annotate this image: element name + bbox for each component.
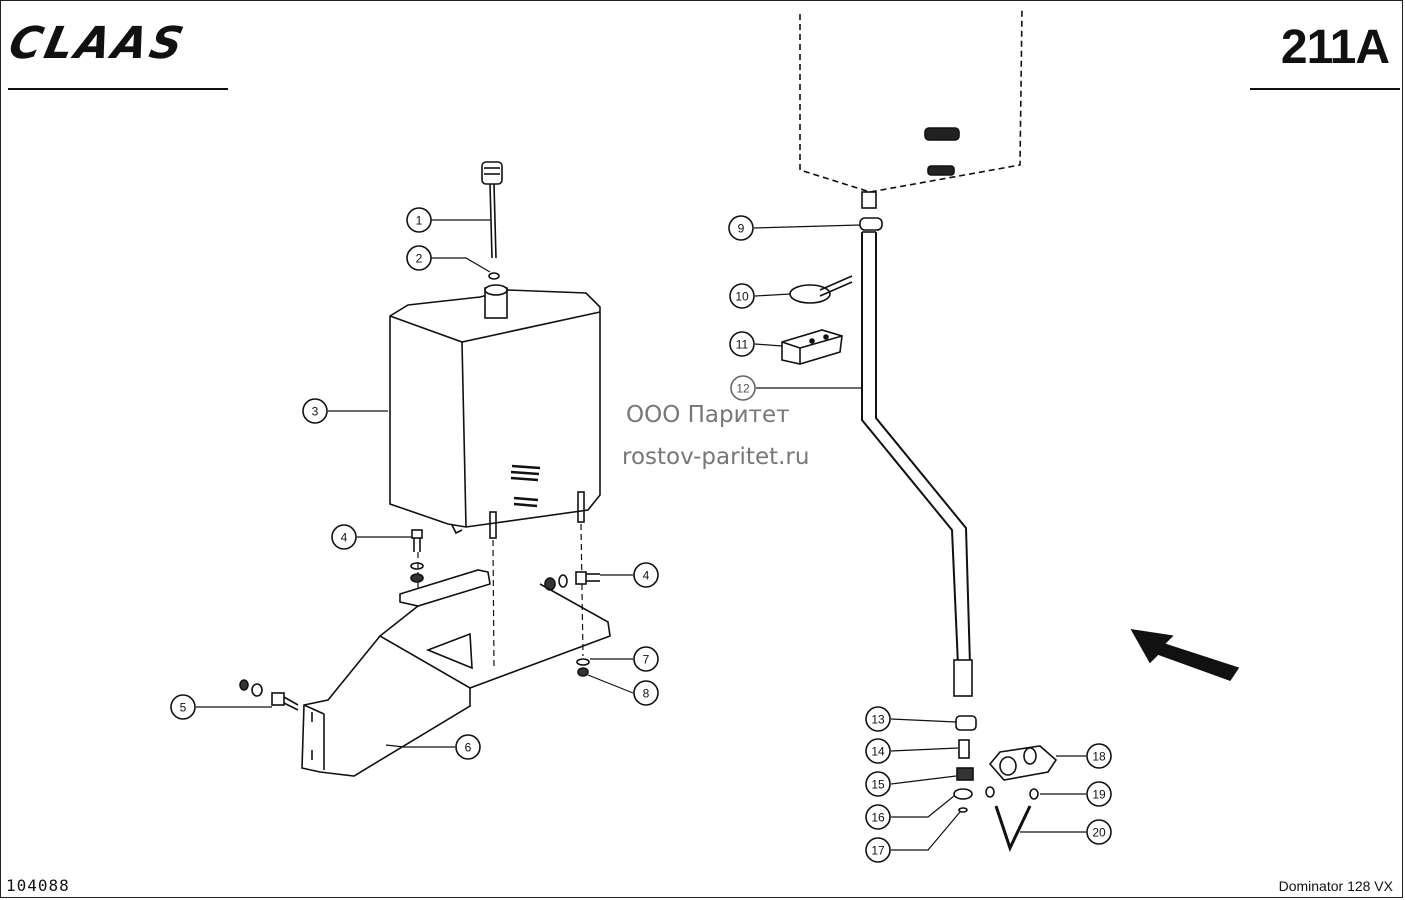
callout-label: 4 [341,531,348,545]
callout-19: 19 [1086,781,1112,807]
callout-label: 11 [736,338,749,352]
callout-label: 9 [738,222,745,236]
nipple-14 [958,739,970,759]
callout-9: 9 [728,215,754,241]
callout-label: 18 [1092,750,1106,764]
callout-label: 10 [735,290,749,304]
nut-8 [577,667,589,677]
document-number: 104088 [6,876,70,895]
clip-20 [994,805,1032,853]
header-rule-left [8,88,228,90]
callout-label: 7 [643,653,650,667]
upper-tank-outline [799,7,1023,193]
direction-arrow [1130,628,1240,681]
callouts: 1 2 3 4 4 5 6 7 8 9 10 11 12 13 14 15 16… [170,207,1112,863]
callout-label: 6 [465,741,472,755]
header-rule-right [1250,88,1400,90]
callout-8: 8 [633,680,659,706]
callout-17: 17 [865,837,891,863]
callout-label: 17 [871,844,885,858]
callout-label: 20 [1092,826,1106,840]
callout-label: 5 [180,701,187,715]
callout-4-right: 4 [633,562,659,588]
nut-15 [956,767,974,781]
callout-16: 16 [865,804,891,830]
callout-15: 15 [865,771,891,797]
watermark-url: rostov-paritet.ru [622,444,810,470]
hose-clamp-9 [859,217,883,231]
callout-14: 14 [865,738,891,764]
o-ring-19b [1029,788,1039,800]
alignment-lines [417,523,584,671]
callout-7: 7 [633,646,659,672]
mounting-bracket [301,569,611,777]
callout-5: 5 [170,694,196,720]
callout-label: 14 [871,745,885,759]
hose-12 [861,231,973,697]
clip-18 [988,745,1058,781]
tank [389,284,601,539]
sheet-number: 211A [1280,21,1390,74]
callout-3: 3 [302,398,328,424]
bolt-4-right [544,571,600,591]
callout-label: 1 [416,214,423,228]
callout-label: 3 [312,405,319,419]
callout-4-left: 4 [331,524,357,550]
washer-16 [953,788,973,800]
callout-label: 2 [416,252,423,266]
upper-tank-fittings [861,127,960,209]
callout-2: 2 [406,245,432,271]
callout-1: 1 [406,207,432,233]
callout-label: 13 [871,713,885,727]
band-clamp-10 [789,275,853,304]
callout-label: 4 [643,569,650,583]
dipstick [481,161,503,259]
callout-12: 12 [730,375,756,401]
callout-18: 18 [1086,743,1112,769]
callout-13: 13 [865,706,891,732]
o-ring-19a [985,786,995,798]
callout-label: 12 [736,382,750,396]
ring-17 [958,807,968,813]
leader-lines [196,219,1086,851]
watermark-company: ООО Паритет [626,402,790,428]
callout-10: 10 [729,283,755,309]
washer-7 [576,658,590,666]
callout-label: 15 [871,778,885,792]
callout-20: 20 [1086,819,1112,845]
callout-label: 8 [643,687,650,701]
bolt-5 [239,679,299,711]
nut-13 [955,715,977,731]
o-ring [488,272,500,280]
callout-label: 19 [1092,788,1106,802]
bolt-4-left [410,529,424,583]
model-name: Dominator 128 VX [1278,878,1393,894]
callout-11: 11 [729,331,755,357]
callout-6: 6 [455,734,481,760]
clamp-block-11 [781,329,843,365]
callout-label: 16 [871,811,885,825]
